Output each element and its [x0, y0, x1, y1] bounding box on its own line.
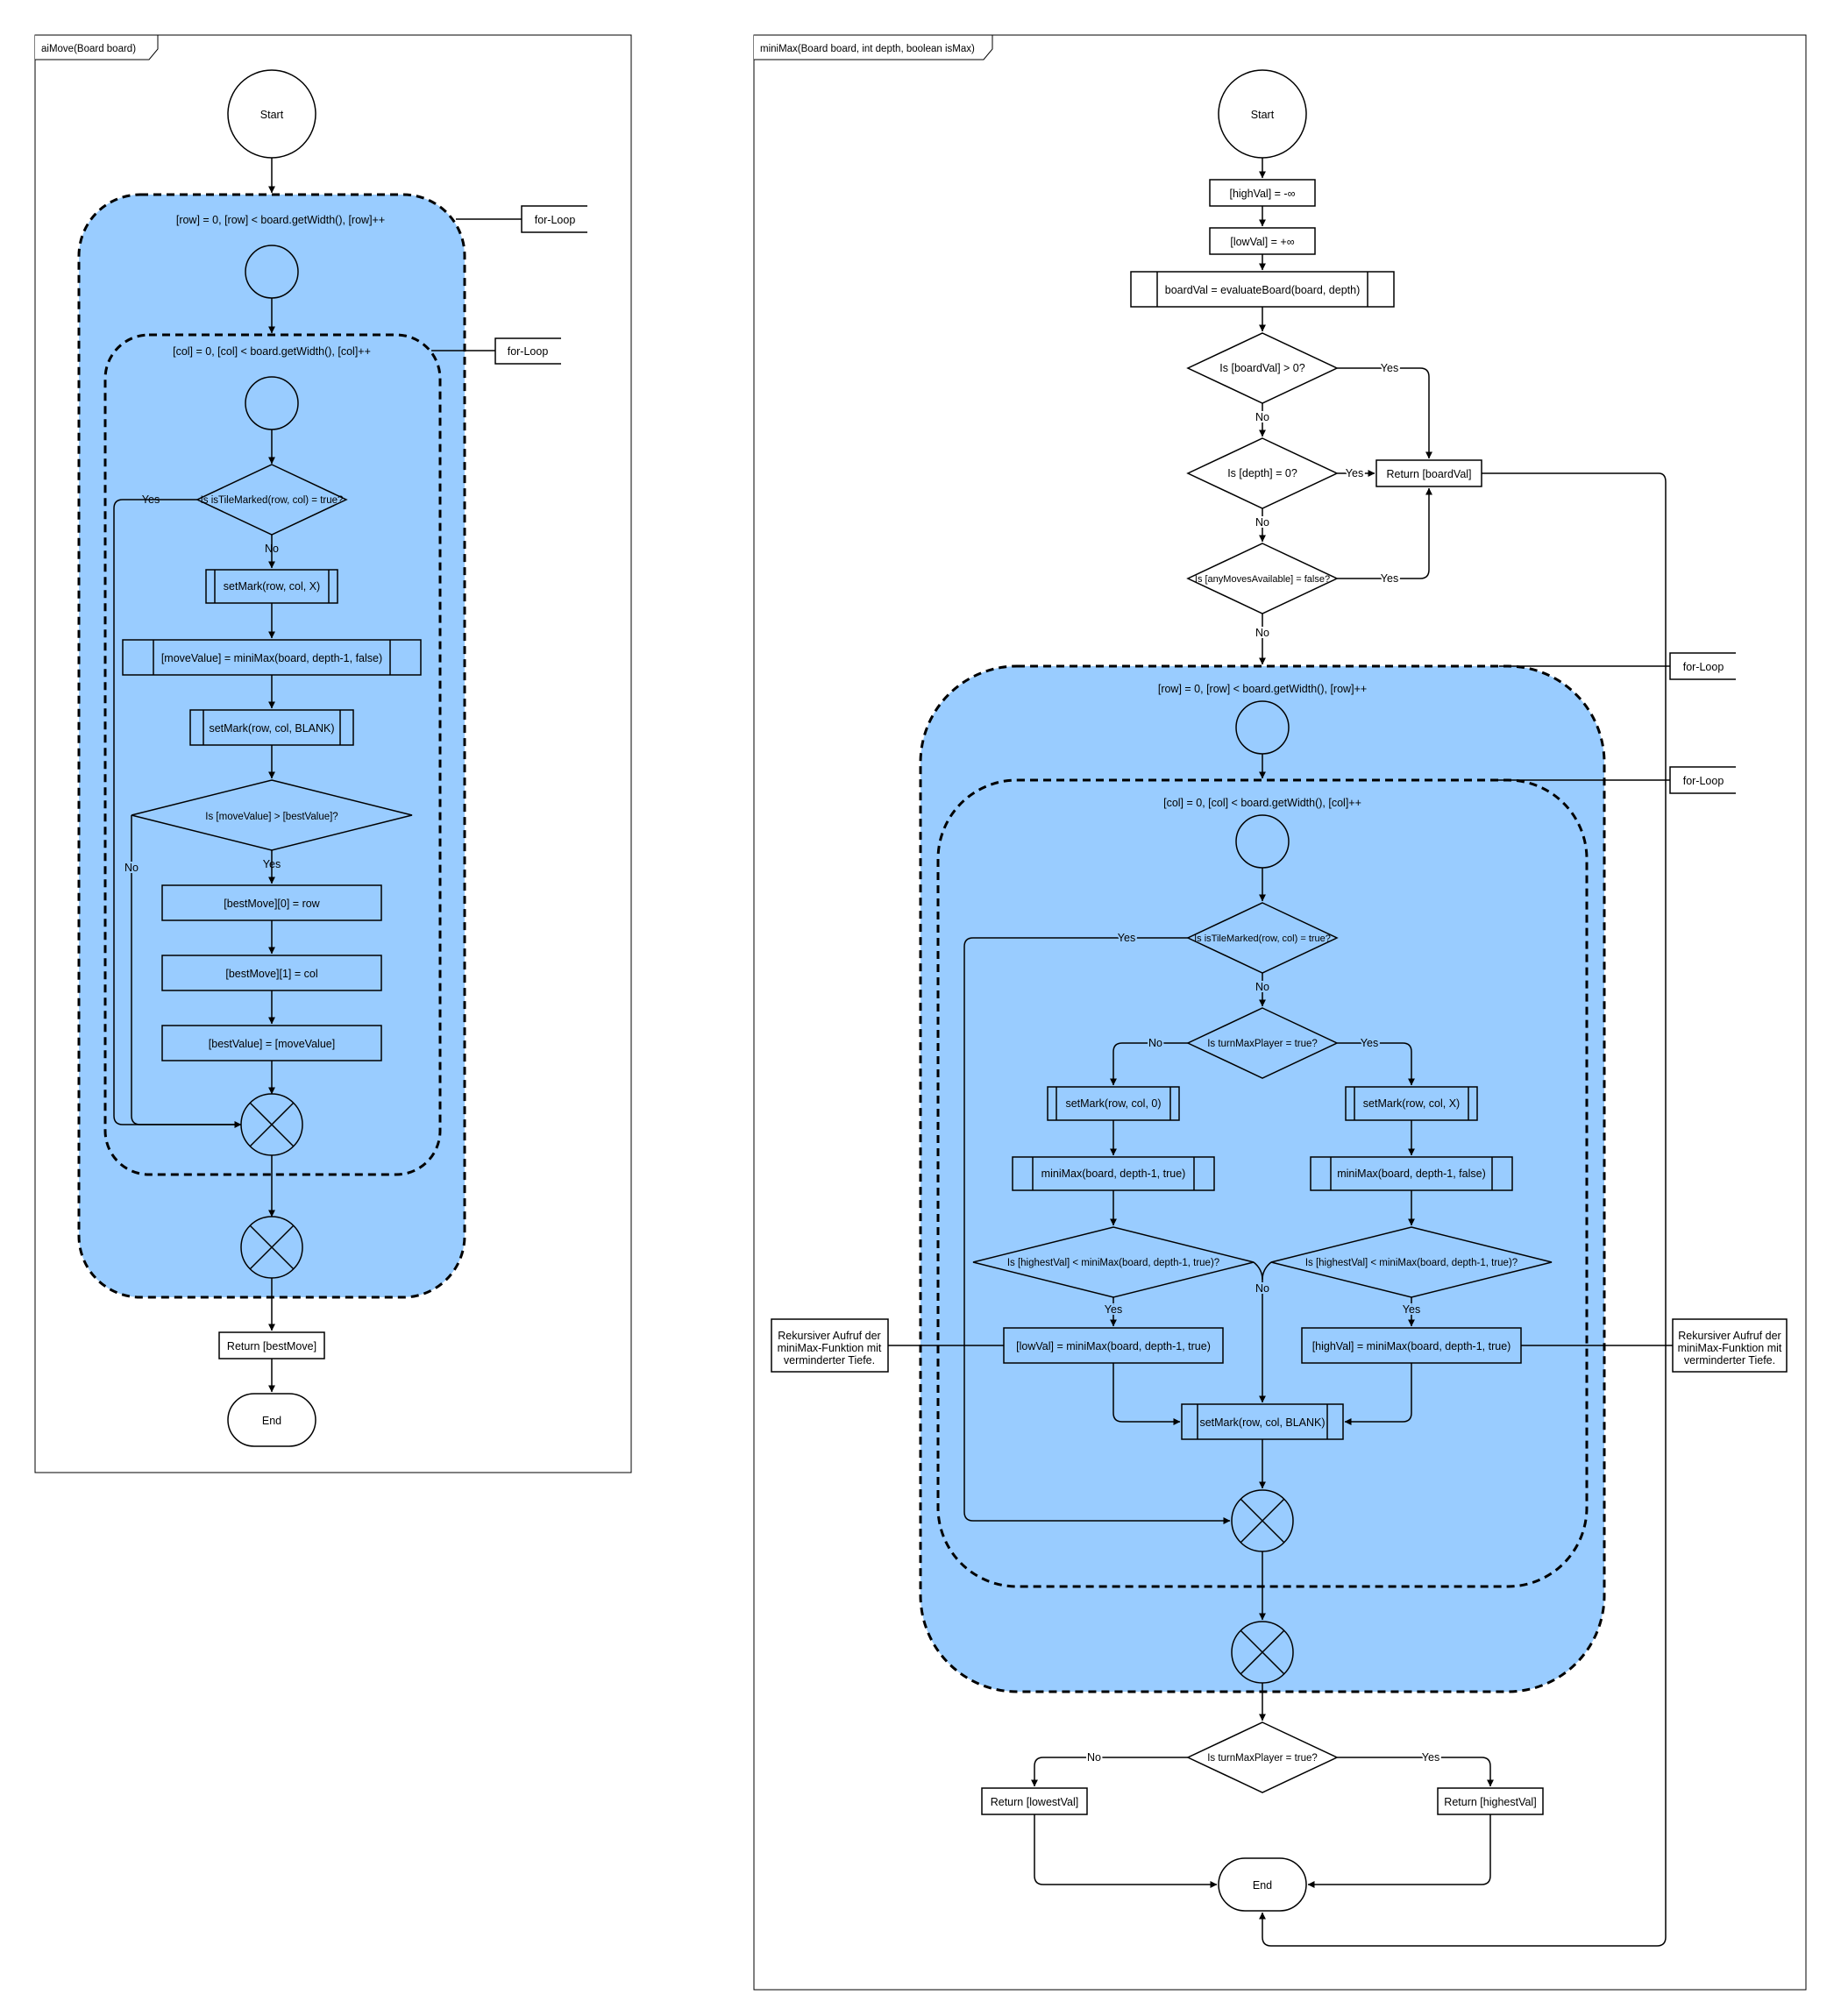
aimove-frame-tab: [35, 34, 159, 60]
minimax-moves-decision-label: Is [anyMovesAvailable] = false?: [1195, 574, 1330, 585]
minimax-label-no-moves: No: [1255, 627, 1269, 639]
minimax-end-label: End: [1253, 1879, 1272, 1892]
minimax-return-lowest: [981, 1787, 1088, 1815]
aimove-tile-decision-label: Is isTileMarked(row, col) = true?: [201, 495, 344, 506]
minimax-start-label: Start: [1251, 109, 1275, 121]
aimove-col-loop: [103, 333, 442, 1176]
minimax-return-highest-label: Return [highestVal]: [1444, 1796, 1536, 1808]
minimax-label-yes-depth: Yes: [1346, 467, 1363, 479]
minimax-evaluate-label: boardVal = evaluateBoard(board, depth): [1165, 284, 1361, 296]
aimove-setmark-blank-label: setMark(row, col, BLANK): [209, 722, 334, 735]
minimax-label-no-final: No: [1087, 1751, 1101, 1764]
minimax-return-boardval: [1375, 459, 1482, 487]
minimax-depth-decision-label: Is [depth] = 0?: [1227, 467, 1297, 479]
minimax-label-yes-board: Yes: [1381, 362, 1398, 374]
minimax-note-outer-loop: for-Loop: [1683, 661, 1724, 673]
minimax-turn-decision-label: Is turnMaxPlayer = true?: [1207, 1039, 1318, 1049]
aimove-end-label: End: [262, 1415, 281, 1427]
minimax-highval-init: [1209, 179, 1316, 207]
minimax-note-left-line3: verminderter Tiefe.: [784, 1354, 875, 1366]
aimove-diagram: aiMove(Board board) [row] = 0, [row] < b…: [34, 34, 632, 1473]
minimax-highval-assign-label: [highVal] = miniMax(board, depth-1, true…: [1312, 1340, 1511, 1352]
minimax-label-yes-final: Yes: [1422, 1751, 1439, 1764]
minimax-note-inner-loop: for-Loop: [1683, 775, 1724, 787]
minimax-row-loop-header: [row] = 0, [row] < board.getWidth(), [ro…: [1158, 683, 1367, 695]
minimax-minimax-true-label: miniMax(board, depth-1, true): [1041, 1168, 1186, 1180]
aimove-label-no-2: No: [124, 862, 139, 874]
aimove-best-decision-label: Is [moveValue] > [bestValue]?: [205, 812, 338, 822]
aimove-note-inner-loop: for-Loop: [508, 345, 549, 358]
minimax-setmark-blank-label: setMark(row, col, BLANK): [1199, 1416, 1325, 1429]
minimax-setmark-x-label: setMark(row, col, X): [1363, 1097, 1460, 1110]
minimax-return-lowest-label: Return [lowestVal]: [991, 1796, 1079, 1808]
aimove-label-yes-2: Yes: [263, 858, 281, 870]
minimax-label-no-board: No: [1255, 411, 1269, 423]
aimove-movevalue-label: [moveValue] = miniMax(board, depth-1, fa…: [161, 652, 382, 664]
aimove-col-loop-header: [col] = 0, [col] < board.getWidth(), [co…: [173, 345, 371, 358]
minimax-boardval-decision-label: Is [boardVal] > 0?: [1219, 362, 1304, 374]
minimax-high-decision-label: Is [highestVal] < miniMax(board, depth-1…: [1305, 1258, 1518, 1268]
minimax-note-right-line3: verminderter Tiefe.: [1684, 1354, 1775, 1366]
minimax-note-left-line1: Rekursiver Aufruf der: [778, 1330, 880, 1342]
aimove-label-no-1: No: [265, 543, 279, 555]
aimove-bestmove1-label: [bestMove][1] = col: [225, 968, 317, 980]
minimax-label-no-tile: No: [1255, 981, 1269, 993]
aimove-bestvalue-label: [bestValue] = [moveValue]: [209, 1038, 335, 1050]
minimax-label-no-depth: No: [1255, 516, 1269, 529]
minimax-note-right: [1672, 1318, 1788, 1373]
aimove-bestmove0-label: [bestMove][0] = row: [224, 898, 320, 910]
minimax-label-yes-moves: Yes: [1381, 572, 1398, 585]
minimax-note-right-line1: Rekursiver Aufruf der: [1678, 1330, 1781, 1342]
aimove-row-loop-header: [row] = 0, [row] < board.getWidth(), [ro…: [176, 214, 385, 226]
minimax-label-yes-tile: Yes: [1118, 932, 1135, 944]
minimax-evaluate-process: [1130, 271, 1395, 308]
minimax-lowval-init-label: [lowVal] = +∞: [1230, 236, 1294, 248]
minimax-low-decision-label: Is [highestVal] < miniMax(board, depth-1…: [1007, 1258, 1219, 1268]
minimax-diagram: miniMax(Board board, int depth, boolean …: [753, 34, 1807, 1991]
minimax-final-turn-decision-label: Is turnMaxPlayer = true?: [1207, 1753, 1318, 1764]
aimove-note-outer-loop: for-Loop: [535, 214, 576, 226]
minimax-frame-tab: [754, 34, 993, 60]
minimax-label-no-merge: No: [1255, 1282, 1269, 1295]
minimax-frame-title: miniMax(Board board, int depth, boolean …: [760, 44, 975, 54]
minimax-row-loop: [919, 664, 1606, 1693]
minimax-label-yes-low: Yes: [1105, 1303, 1122, 1316]
aimove-return-label: Return [bestMove]: [227, 1340, 316, 1352]
aimove-start-label: Start: [260, 109, 284, 121]
minimax-col-loop-header: [col] = 0, [col] < board.getWidth(), [co…: [1163, 797, 1361, 809]
minimax-note-left: [771, 1318, 889, 1373]
minimax-tile-decision-label: Is isTileMarked(row, col) = true?: [1194, 933, 1331, 944]
minimax-return-boardval-label: Return [boardVal]: [1386, 468, 1471, 480]
minimax-note-left-line2: miniMax-Funktion mit: [778, 1342, 882, 1354]
minimax-setmark-o-label: setMark(row, col, 0): [1065, 1097, 1161, 1110]
minimax-final-turn-decision: [1186, 1721, 1339, 1793]
minimax-end-node: [1218, 1857, 1307, 1912]
aimove-end-node: [227, 1393, 316, 1447]
minimax-label-yes-turn: Yes: [1361, 1037, 1378, 1049]
minimax-lowval-assign-label: [lowVal] = miniMax(board, depth-1, true): [1016, 1340, 1211, 1352]
minimax-highval-init-label: [highVal] = -∞: [1229, 188, 1295, 200]
minimax-label-no-turn: No: [1148, 1037, 1162, 1049]
aimove-return: [218, 1331, 325, 1359]
minimax-minimax-false-label: miniMax(board, depth-1, false): [1337, 1168, 1486, 1180]
minimax-return-highest: [1437, 1787, 1544, 1815]
aimove-frame-title: aiMove(Board board): [41, 44, 136, 54]
aimove-setmark-x-label: setMark(row, col, X): [224, 580, 320, 593]
aimove-label-yes-1: Yes: [142, 493, 160, 506]
minimax-label-yes-high: Yes: [1403, 1303, 1420, 1316]
minimax-lowval-init: [1209, 227, 1316, 255]
minimax-note-right-line2: miniMax-Funktion mit: [1678, 1342, 1782, 1354]
minimax-turn-decision: [1186, 1007, 1339, 1079]
